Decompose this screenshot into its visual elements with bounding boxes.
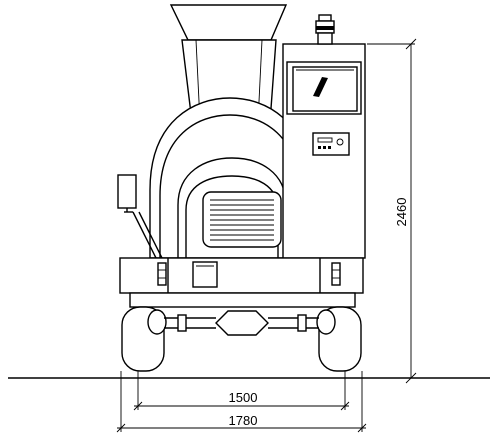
- overall-width-label: 1780: [229, 413, 258, 428]
- undercarriage: [121, 306, 362, 372]
- control-cabinet: [282, 43, 366, 259]
- overall-width-dimension: 1780: [116, 371, 367, 433]
- axle-housing: [215, 310, 269, 336]
- beacon-lamp-icon: [315, 14, 335, 45]
- indicator-icon: [336, 138, 344, 146]
- drum-grille: [202, 191, 282, 248]
- screen-icon: [313, 77, 328, 97]
- control-panel: [312, 132, 350, 156]
- chassis: [119, 257, 364, 308]
- height-dimension-label: 2460: [394, 198, 409, 227]
- height-dimension: 2460: [367, 38, 417, 384]
- track-width-label: 1500: [229, 390, 258, 405]
- side-control-box: [117, 174, 163, 259]
- track-width-dimension: 1500: [133, 371, 350, 411]
